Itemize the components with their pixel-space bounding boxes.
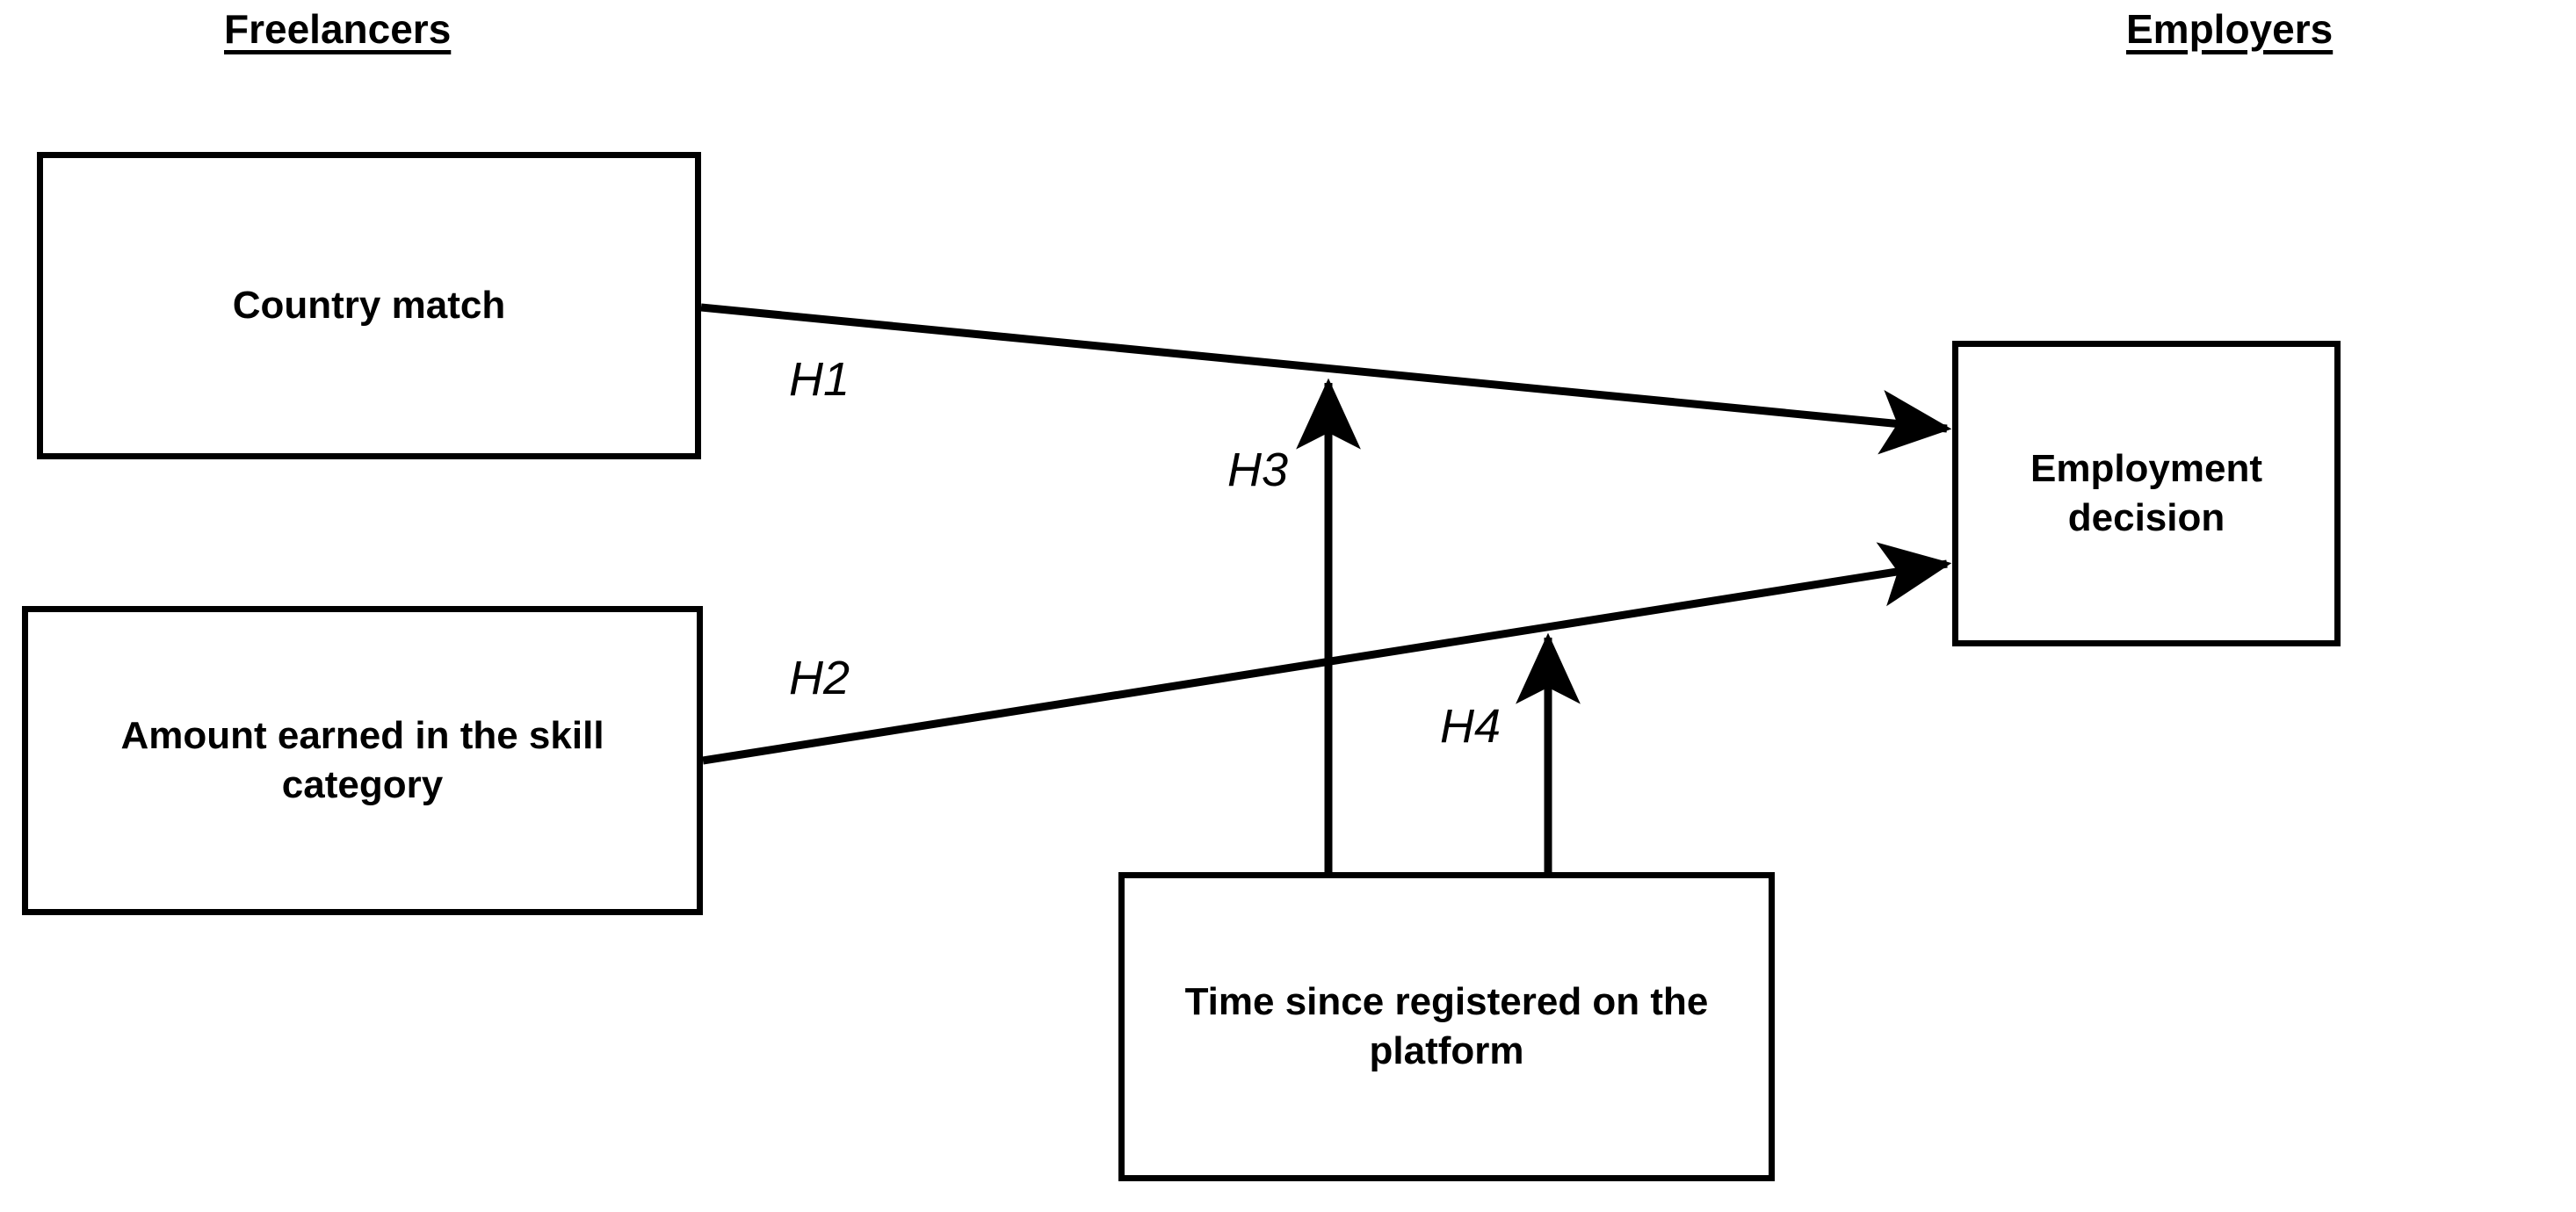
node-employment-decision[interactable]: Employment decision bbox=[1952, 341, 2341, 646]
edge-label-h3: H3 bbox=[1227, 444, 1289, 496]
node-employment-decision-label: Employment decision bbox=[2030, 446, 2263, 539]
node-amount-earned-label: Amount earned in the skill category bbox=[120, 713, 604, 806]
node-amount-earned[interactable]: Amount earned in the skill category bbox=[22, 606, 703, 915]
node-time-since-registered[interactable]: Time since registered on the platform bbox=[1118, 872, 1775, 1181]
node-time-since-registered-label: Time since registered on the platform bbox=[1184, 979, 1709, 1072]
edge-label-h1: H1 bbox=[789, 353, 850, 406]
node-country-match-label: Country match bbox=[232, 283, 506, 327]
node-country-match[interactable]: Country match bbox=[37, 152, 701, 459]
edge-label-h4: H4 bbox=[1440, 700, 1501, 753]
edge-label-h2: H2 bbox=[789, 652, 850, 704]
group-heading-employers: Employers bbox=[2126, 6, 2334, 52]
edge-h1-line bbox=[700, 303, 1952, 455]
group-heading-freelancers: Freelancers bbox=[224, 6, 452, 52]
